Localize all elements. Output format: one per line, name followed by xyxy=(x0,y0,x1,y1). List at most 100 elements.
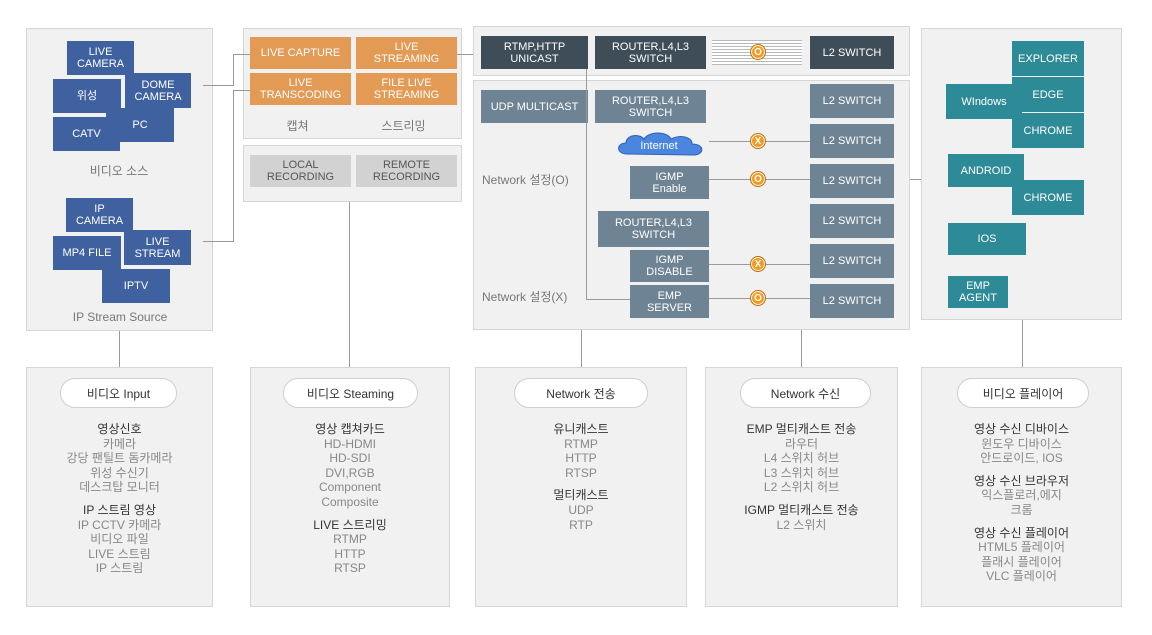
marker-igmp-enable: O xyxy=(750,171,766,187)
group-item: 카메라 xyxy=(102,436,137,451)
node-chrome-2: CHROME xyxy=(1012,180,1084,215)
marker-internet: X xyxy=(750,133,766,149)
group-item: 크롬 xyxy=(1010,502,1033,517)
node-l2-switch-3: L2 SWITCH xyxy=(810,164,894,198)
group-item: HTTP xyxy=(565,451,597,466)
group-item: IP CCTV 카메라 xyxy=(77,517,162,532)
group-item: HD-SDI xyxy=(329,451,371,466)
group-head: 영상 수신 디바이스 xyxy=(974,422,1069,436)
group-item: 라우터 xyxy=(784,436,819,451)
group-item: L2 스위치 허브 xyxy=(763,480,840,495)
node-l2-switch-6: L2 SWITCH xyxy=(810,284,894,318)
internet-cloud-icon xyxy=(618,132,703,156)
group-item: L2 스위치 xyxy=(776,517,827,532)
group-item: RTSP xyxy=(565,465,597,480)
network-setting-on: Network 설정(O) xyxy=(482,173,569,187)
group-item: L4 스위치 허브 xyxy=(763,451,840,466)
node-l2-switch-2: L2 SWITCH xyxy=(810,124,894,158)
node-live-camera: LIVE CAMERA xyxy=(67,41,134,75)
group-item: 안드로이드, IOS xyxy=(980,451,1063,466)
node-live-transcoding: LIVE TRANSCODING xyxy=(250,73,351,105)
group-item: Composite xyxy=(321,494,379,509)
node-l2-top: L2 SWITCH xyxy=(810,36,894,69)
group-item: RTMP xyxy=(564,436,598,451)
video-source-caption: 비디오 소스 xyxy=(89,164,149,178)
group-item: RTP xyxy=(569,517,593,532)
marker-igmp-disable: X xyxy=(750,256,766,272)
node-router-low: ROUTER,L4,L3 SWITCH xyxy=(598,211,709,247)
group-item: 위성 수신기 xyxy=(90,465,149,480)
node-dome-camera: DOME CAMERA xyxy=(125,73,191,108)
node-local-recording: LOCAL RECORDING xyxy=(250,155,351,187)
info-list-video-player: 영상 수신 디바이스 윈도우 디바이스 안드로이드, IOS 영상 수신 브라우… xyxy=(925,422,1118,584)
node-remote-recording: REMOTE RECORDING xyxy=(356,155,457,187)
node-ios: IOS xyxy=(948,223,1026,255)
group-head: IGMP 멀티캐스트 전송 xyxy=(744,502,859,517)
node-l2-switch-1: L2 SWITCH xyxy=(810,84,894,118)
info-list-network-receive: EMP 멀티캐스트 전송 라우터 L4 스위치 허브 L3 스위치 허브 L2 … xyxy=(709,422,894,532)
node-live-streaming: LIVE STREAMING xyxy=(356,37,457,69)
group-item: VLC 플레이어 xyxy=(986,569,1057,584)
node-mp4-file: MP4 FILE xyxy=(53,236,121,270)
info-title-network-receive: Network 수신 xyxy=(740,378,871,408)
node-l2-switch-4: L2 SWITCH xyxy=(810,204,894,238)
group-item: 플래시 플레이어 xyxy=(981,554,1062,569)
node-router-top: ROUTER,L4,L3 SWITCH xyxy=(595,36,706,69)
info-list-video-input: 영상신호 카메라 강당 팬틸트 돔카메라 위성 수신기 데스크탑 모니터 IP … xyxy=(30,422,209,576)
internet-label: Internet xyxy=(640,140,678,152)
node-chrome-1: CHROME xyxy=(1012,113,1084,148)
group-item: HTML5 플레이어 xyxy=(978,540,1065,555)
info-title-video-streaming: 비디오 Steaming xyxy=(283,378,418,408)
group-item: RTMP xyxy=(333,532,367,547)
node-igmp-enable: IGMP Enable xyxy=(630,166,709,199)
node-live-capture: LIVE CAPTURE xyxy=(250,37,351,69)
group-head: EMP 멀티캐스트 전송 xyxy=(746,422,857,436)
node-iptv: IPTV xyxy=(102,269,170,303)
capture-caption: 캡쳐 xyxy=(286,119,309,133)
node-rtmp-unicast: RTMP,HTTP UNICAST xyxy=(481,36,588,69)
node-emp-agent: EMP AGENT xyxy=(948,276,1008,308)
ip-source-caption: IP Stream Source xyxy=(72,310,168,324)
info-title-video-player: 비디오 플레이어 xyxy=(957,378,1089,408)
info-list-video-streaming: 영상 캡쳐카드 HD-HDMI HD-SDI DVI,RGB Component… xyxy=(254,422,446,576)
group-head: 영상 캡쳐카드 xyxy=(315,422,385,436)
info-title-video-input: 비디오 Input xyxy=(60,378,177,408)
node-l2-switch-5: L2 SWITCH xyxy=(810,244,894,278)
info-title-network-send: Network 전송 xyxy=(514,378,648,408)
node-emp-server: EMP SERVER xyxy=(630,285,709,318)
group-item: HTTP xyxy=(334,546,366,561)
group-item: HD-HDMI xyxy=(324,436,376,451)
group-item: 강당 팬틸트 돔카메라 xyxy=(66,451,173,466)
node-android: ANDROID xyxy=(948,154,1024,187)
node-explorer: EXPLORER xyxy=(1012,41,1084,76)
streaming-caption: 스트리밍 xyxy=(381,119,426,133)
group-item: UDP xyxy=(568,502,594,517)
group-head: 멀티캐스트 xyxy=(553,488,609,503)
node-router-mid: ROUTER,L4,L3 SWITCH xyxy=(595,90,706,123)
group-head: LIVE 스트리밍 xyxy=(313,517,387,532)
node-wiseong: 위성 xyxy=(53,79,121,113)
node-live-stream: LIVE STREAM xyxy=(124,230,191,265)
group-head: IP 스트림 영상 xyxy=(83,502,156,517)
group-item: Component xyxy=(318,480,382,495)
group-item: DVI,RGB xyxy=(325,465,375,480)
marker-emp-server: O xyxy=(750,290,766,306)
node-catv: CATV xyxy=(53,117,120,151)
node-file-live-streaming: FILE LIVE STREAMING xyxy=(356,73,457,105)
group-head: 영상 수신 브라우저 xyxy=(974,473,1069,488)
node-igmp-disable: IGMP DISABLE xyxy=(630,250,709,282)
group-item: LIVE 스트림 xyxy=(88,546,151,561)
group-item: 윈도우 디바이스 xyxy=(981,436,1062,451)
node-udp-multicast: UDP MULTICAST xyxy=(481,90,588,123)
network-setting-off: Network 설정(X) xyxy=(482,290,568,304)
node-edge: EDGE xyxy=(1012,77,1084,112)
info-list-network-send: 유니캐스트 RTMP HTTP RTSP 멀티캐스트 UDP RTP xyxy=(479,422,683,532)
group-item: RTSP xyxy=(334,561,366,576)
node-ip-camera: IP CAMERA xyxy=(66,198,133,232)
group-item: IP 스트림 xyxy=(95,561,144,576)
marker-top: O xyxy=(750,44,766,60)
group-item: L3 스위치 허브 xyxy=(763,465,840,480)
group-head: 영상 수신 플레이어 xyxy=(974,525,1069,540)
group-item: 데스크탑 모니터 xyxy=(79,480,160,495)
group-head: 유니캐스트 xyxy=(553,422,609,436)
